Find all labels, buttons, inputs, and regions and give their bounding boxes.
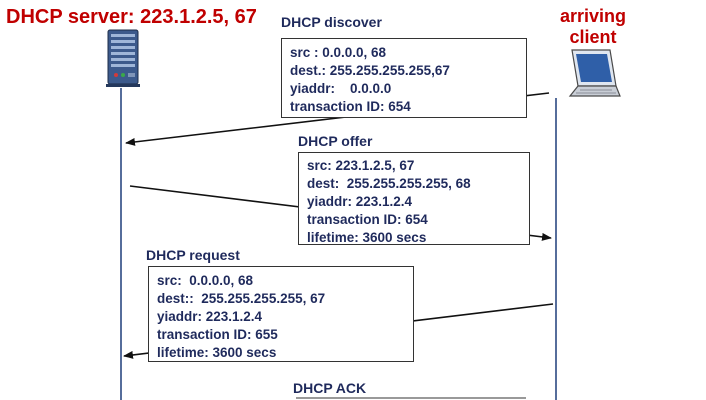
discover-box: src : 0.0.0.0, 68 dest.: 255.255.255.255… [281, 38, 527, 118]
server-tower-icon [106, 29, 140, 87]
offer-label: DHCP offer [298, 133, 373, 149]
request-src: src: 0.0.0.0, 68 [157, 273, 254, 288]
client-title-line2: client [569, 27, 617, 47]
ack-label: DHCP ACK [293, 380, 367, 396]
request-transaction-id: transaction ID: 655 [157, 327, 278, 342]
discover-yiaddr: yiaddr: 0.0.0.0 [290, 81, 392, 96]
client-title-line1: arriving [559, 6, 627, 26]
offer-yiaddr: yiaddr: 223.1.2.4 [307, 194, 413, 209]
request-box: src: 0.0.0.0, 68 dest:: 255.255.255.255,… [148, 266, 414, 362]
offer-dest: dest: 255.255.255.255, 68 [307, 176, 471, 191]
laptop-icon [568, 49, 621, 97]
request-label: DHCP request [146, 247, 240, 263]
request-yiaddr: yiaddr: 223.1.2.4 [157, 309, 263, 324]
discover-transaction-id: transaction ID: 654 [290, 99, 411, 114]
request-lifetime: lifetime: 3600 secs [157, 345, 277, 360]
discover-dest: dest.: 255.255.255.255,67 [290, 63, 450, 78]
discover-src: src : 0.0.0.0, 68 [290, 45, 387, 60]
offer-box: src: 223.1.2.5, 67 dest: 255.255.255.255… [298, 152, 530, 245]
offer-transaction-id: transaction ID: 654 [307, 212, 428, 227]
client-title: arriving client [548, 6, 638, 48]
discover-label: DHCP discover [281, 14, 382, 30]
request-dest: dest:: 255.255.255.255, 67 [157, 291, 326, 306]
offer-lifetime: lifetime: 3600 secs [307, 230, 427, 245]
server-title: DHCP server: 223.1.2.5, 67 [6, 6, 257, 28]
offer-src: src: 223.1.2.5, 67 [307, 158, 415, 173]
